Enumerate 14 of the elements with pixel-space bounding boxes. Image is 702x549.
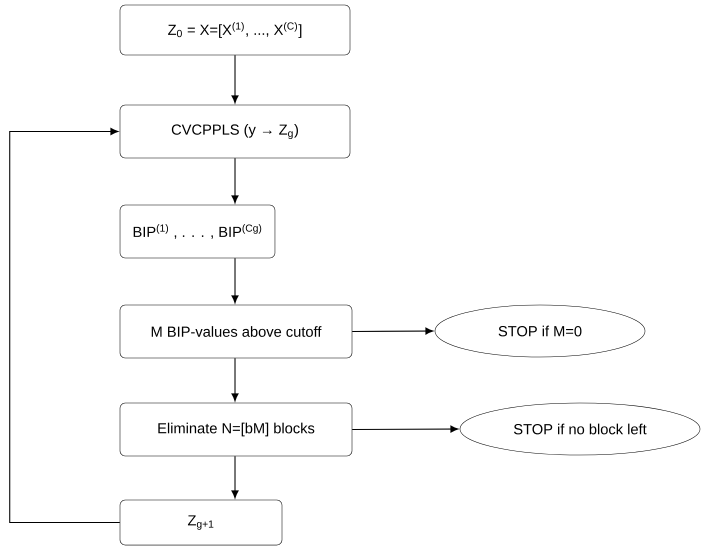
arrow: [231, 158, 239, 204]
process-box: BIP$^{(1)}$ , . . . , BIP$^{(Cg)}$: [120, 204, 276, 258]
process-box: M BIP-values above cutoff: [120, 304, 352, 358]
arrow: [9, 128, 120, 524]
arrow: [352, 426, 458, 433]
process-box: Z$_{g+1}$: [120, 500, 282, 546]
arrow: [231, 258, 239, 304]
process-box: Eliminate N=[bM] blocks: [120, 402, 352, 456]
process-box: Z$_{0}$ = X=[X$^{(1)}$, ..., X$^{(C)}$]: [120, 4, 350, 56]
arrow: [231, 358, 239, 402]
process-box: CVCPPLS (y → Z$_{g}$): [120, 104, 350, 158]
arrow: [231, 55, 239, 104]
arrow: [352, 328, 434, 335]
arrow: [231, 456, 239, 498]
